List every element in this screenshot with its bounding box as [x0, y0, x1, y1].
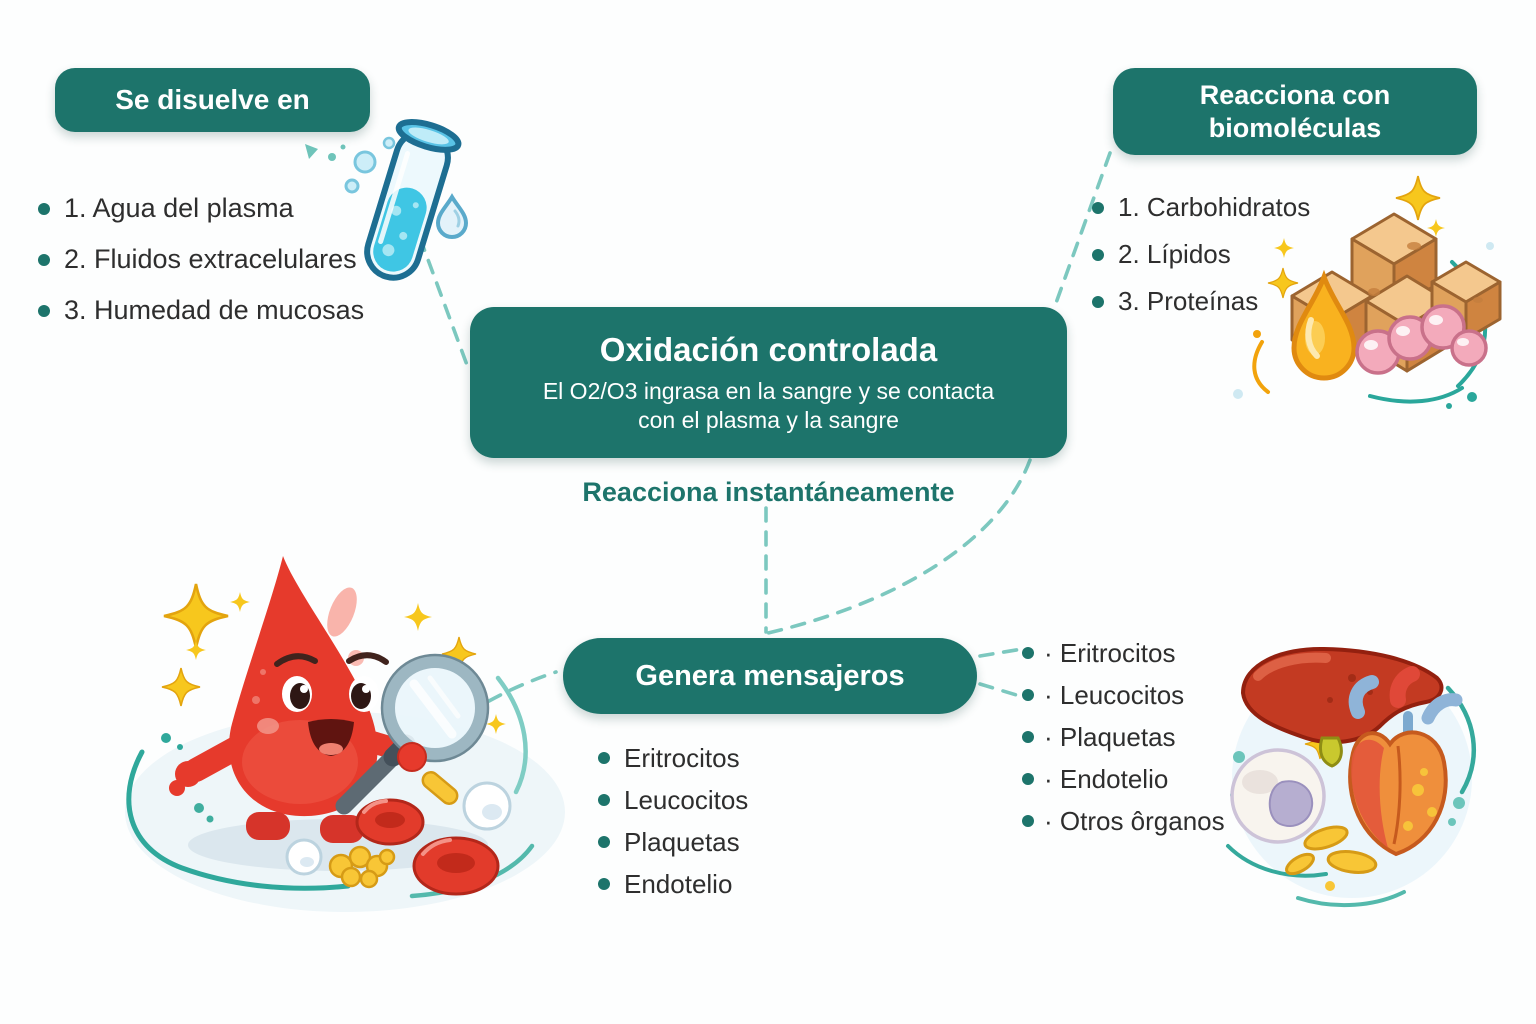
list-item: 2. Lípidos	[1092, 231, 1310, 278]
node-central: Oxidación controlada El O2/O3 ingrasa en…	[470, 307, 1067, 458]
node-reacts-title-line2: biomoléculas	[1208, 112, 1382, 143]
list-item: 3. Proteínas	[1092, 278, 1310, 325]
list-item: 2. Fluidos extracelulares	[38, 234, 364, 285]
list-item: · Otros ôrganos	[1022, 800, 1225, 842]
bullet-icon	[38, 253, 50, 266]
list-item: · Eritrocitos	[1022, 632, 1225, 674]
magnifying-glass-icon	[335, 653, 490, 815]
white-blood-cell-icon	[285, 781, 512, 876]
liver-icon	[1240, 646, 1444, 768]
list-item: 3. Humedad de mucosas	[38, 285, 364, 336]
list-item: Endotelio	[598, 863, 748, 905]
node-reacts-title-line1: Reacciona con	[1199, 80, 1391, 111]
biomolecules-illustration	[1233, 174, 1502, 409]
red-blood-cell-icon	[355, 798, 500, 896]
node-messengers-title: Genera mensajeros	[635, 659, 905, 692]
bullet-icon	[1022, 815, 1034, 827]
organs-illustration	[1226, 646, 1476, 908]
dissolves-list: 1. Agua del plasma 2. Fluidos extracelul…	[38, 183, 364, 336]
central-subtitle-line1: El O2/O3 ingrasa en la sangre y se conta…	[542, 377, 995, 404]
heart-icon	[1348, 666, 1463, 857]
reacts-list: 1. Carbohidratos 2. Lípidos 3. Proteínas	[1092, 184, 1310, 325]
messengers-list: Eritrocitos Leucocitos Plaquetas Endotel…	[598, 737, 748, 905]
bullet-icon	[598, 836, 610, 848]
list-item: · Plaquetas	[1022, 716, 1225, 758]
central-subtitle-line2: con el plasma y la sangre	[638, 406, 899, 433]
blood-drop-mascot	[125, 556, 565, 912]
connector-mascot-genera	[487, 670, 558, 703]
bubble-decorations	[305, 136, 396, 194]
node-dissolves: Se disuelve en	[55, 68, 370, 132]
connector-genera-target-2	[978, 682, 1025, 699]
central-title: Oxidación controlada	[599, 330, 938, 368]
connector-lines	[418, 151, 1112, 703]
list-item: Leucocitos	[598, 779, 748, 821]
test-tube-icon	[364, 119, 469, 281]
central-caption: Reacciona instantáneamente	[582, 477, 955, 507]
list-item: 1. Carbohidratos	[1092, 184, 1310, 231]
platelets-icon	[1285, 825, 1378, 891]
central-subtitle: El O2/O3 ingrasa en la sangre y se conta…	[543, 377, 994, 435]
list-item: 1. Agua del plasma	[38, 183, 364, 234]
oil-drop-icon	[1291, 269, 1357, 381]
targets-list: · Eritrocitos · Leucocitos · Plaquetas ·…	[1022, 632, 1225, 842]
connector-dissolves-central	[418, 236, 469, 367]
list-item: Eritrocitos	[598, 737, 748, 779]
connector-central-genera-curve	[766, 458, 1032, 635]
bullet-icon	[598, 752, 610, 764]
bullet-icon	[38, 304, 50, 317]
bullet-icon	[598, 878, 610, 890]
bullet-icon	[1092, 248, 1104, 261]
list-item: Plaquetas	[598, 821, 748, 863]
bullet-icon	[38, 202, 50, 215]
bullet-icon	[598, 794, 610, 806]
sparkle-icon	[1394, 174, 1442, 222]
node-messengers: Genera mensajeros	[563, 638, 977, 714]
bullet-icon	[1022, 773, 1034, 785]
node-dissolves-title: Se disuelve en	[115, 84, 310, 115]
connector-reacts-central	[1054, 151, 1112, 305]
bullet-icon	[1022, 689, 1034, 701]
bullet-icon	[1022, 647, 1034, 659]
list-item: · Leucocitos	[1022, 674, 1225, 716]
white-blood-cell-icon	[1230, 748, 1326, 844]
protein-chain-icon	[1355, 304, 1488, 375]
bullet-icon	[1022, 731, 1034, 743]
connector-genera-target-1	[978, 647, 1024, 658]
list-item: · Endotelio	[1022, 758, 1225, 800]
platelets-icon	[328, 771, 459, 889]
water-drop-icon	[435, 193, 469, 239]
node-reacts: Reacciona con biomoléculas	[1113, 68, 1477, 155]
bullet-icon	[1092, 201, 1104, 214]
bullet-icon	[1092, 295, 1104, 308]
